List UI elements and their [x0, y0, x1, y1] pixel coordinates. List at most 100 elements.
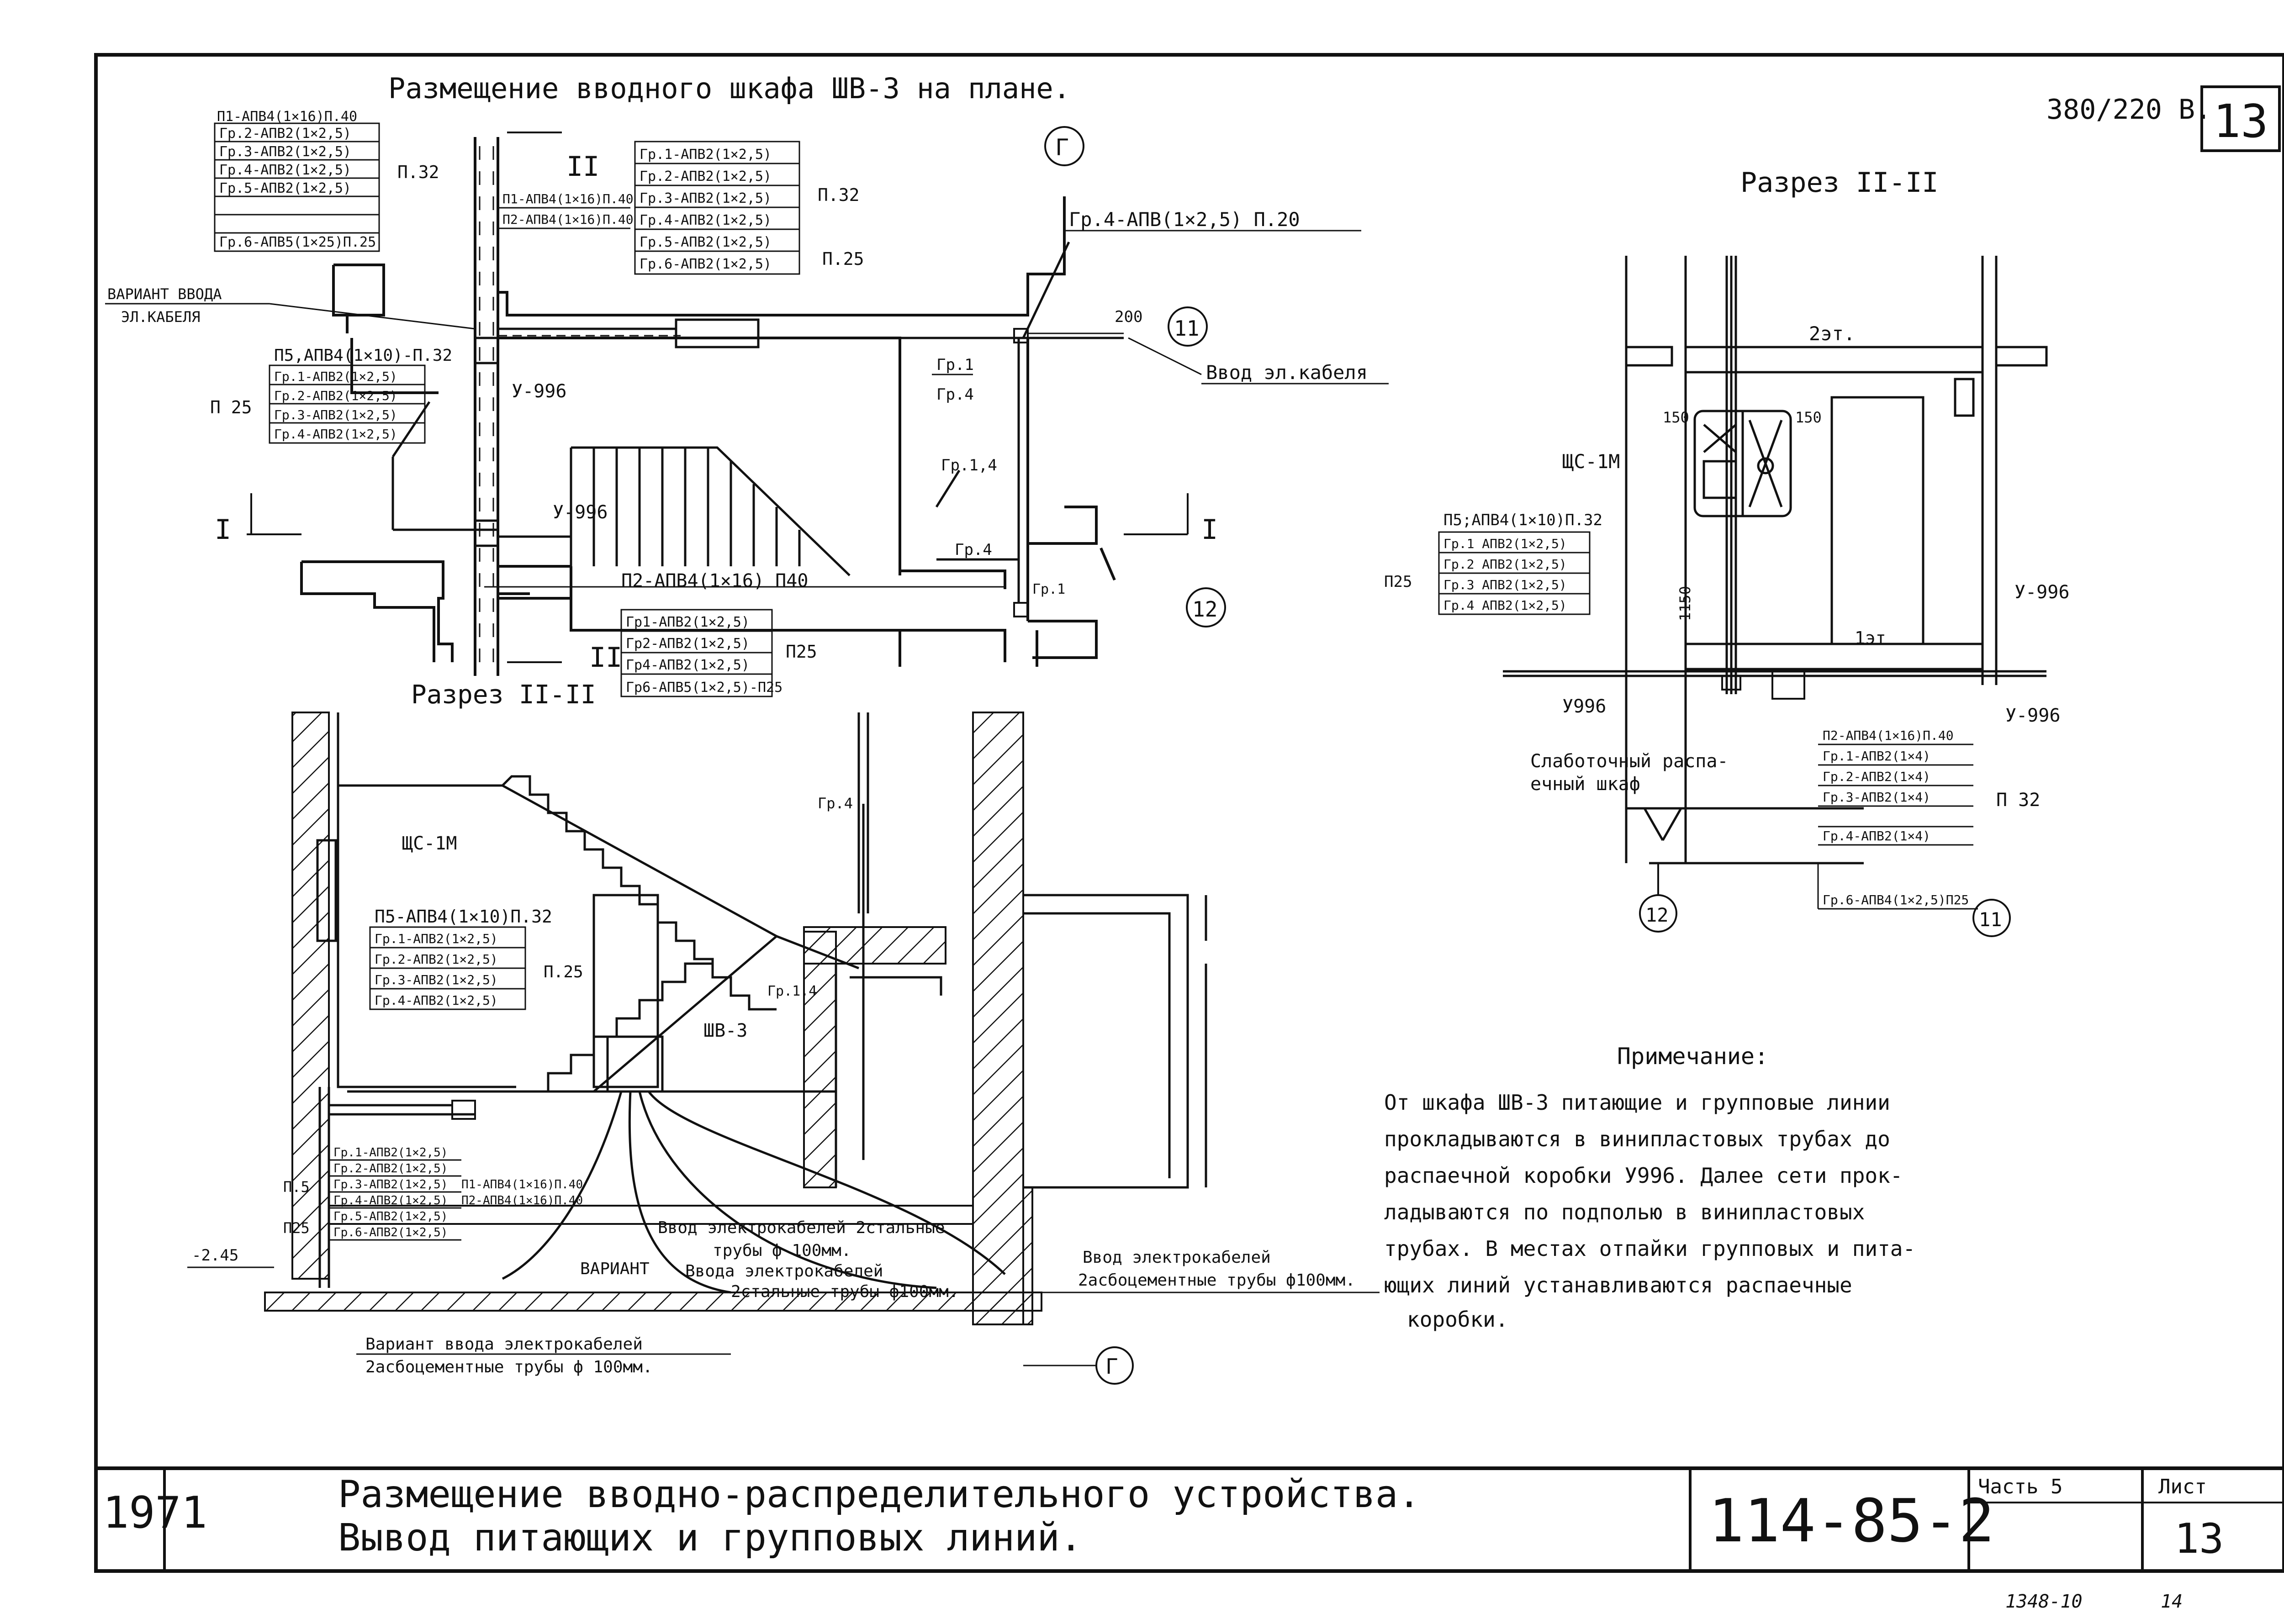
section-left-shs-cabinet	[316, 839, 337, 942]
list-label: Лист	[2158, 1475, 2207, 1498]
section-left-lower-pair-0: П1-АПВ4(1×16)П.40	[461, 1178, 583, 1192]
section-left-p25-small: П25	[283, 1219, 310, 1237]
section-right-group-p: П25	[1384, 573, 1412, 591]
section-right-lower-3: Гр.3-АПВ2(1×4)	[1823, 790, 1930, 805]
section-left-walls	[264, 712, 1042, 1325]
plan-axis-G: Г	[1055, 134, 1069, 161]
plan-top-right-line-4: Гр.5-АПВ2(1×2,5)	[640, 234, 772, 250]
plan-input-cable: Ввод эл.кабеля	[1206, 361, 1368, 384]
plan-top-left-line-0: П1-АПВ4(1×16)П.40	[217, 109, 357, 125]
section-right-structure	[1503, 256, 2048, 865]
plan-top-left-line-5: Гр.6-АПВ5(1×25)П.25	[219, 234, 376, 250]
plan-top-left-table	[214, 122, 380, 252]
plan-top-left-line-3: Гр.4-АПВ2(1×2,5)	[219, 162, 351, 178]
section-left-lower-2: Гр.3-АПВ2(1×2,5)	[333, 1178, 448, 1192]
section-right-u996b: У996	[1562, 696, 1606, 717]
plan-top-right-line-2: Гр.3-АПВ2(1×2,5)	[640, 190, 772, 206]
section-left-variant: ВАРИАНТ	[580, 1260, 650, 1278]
section-left-variant-bottom-2: 2асбоцементные трубы ф 100мм.	[365, 1358, 653, 1376]
section-left-line-0: Гр.1-АПВ2(1×2,5)	[375, 931, 498, 946]
plan-riser-box	[1013, 328, 1029, 343]
plan-axis-G-bubble	[1044, 126, 1084, 166]
section-right-axis-11: 11	[1979, 908, 2002, 931]
section-right-shs: ЩС-1М	[1562, 450, 1620, 473]
section-left-lower-5: Гр.6-АПВ2(1×2,5)	[333, 1226, 448, 1239]
section-left-shv-cabinet	[606, 1035, 664, 1093]
section-right-weak-2: ечный шкаф	[1530, 774, 1640, 795]
plan-top-left-line-2: Гр.3-АПВ2(1×2,5)	[219, 144, 351, 160]
plan-gr4: Гр.4	[936, 385, 974, 404]
section-left-line-3: Гр.4-АПВ2(1×2,5)	[375, 993, 498, 1008]
plan-dim-200: 200	[1115, 308, 1142, 326]
section-right-axis-12: 12	[1645, 904, 1669, 926]
plan-box-label-2: У-996	[553, 502, 608, 523]
sheet-year: 1971	[103, 1488, 207, 1538]
plan-top-right-line-5: Гр.6-АПВ2(1×2,5)	[640, 256, 772, 272]
note-line-4: трубах. В местах отпайки групповых и пит…	[1384, 1236, 1915, 1261]
section-left-input1b: трубы ф 100мм.	[713, 1241, 851, 1260]
plan-mid-pair-1: П2-АПВ4(1×16)П.40	[502, 212, 634, 227]
sheet-corner-number: 13	[2213, 95, 2268, 148]
plan-top-left-p: П.32	[397, 162, 439, 182]
plan-axis-11-bubble	[1168, 306, 1208, 347]
plan-top-right-table	[634, 141, 800, 275]
sheet-frame	[94, 53, 2284, 1573]
section-left-stairs	[502, 775, 777, 1092]
plan-box-label-1: У-996	[512, 381, 566, 402]
plan-title: Размещение вводного шкафа ШВ-3 на плане.	[388, 72, 1070, 105]
plan-top-left-line-4: Гр.5-АПВ2(1×2,5)	[219, 180, 351, 196]
plan-bottom-line-1: Гр2-АПВ2(1×2,5)	[626, 636, 750, 652]
plan-axis-12-bubble	[1186, 587, 1226, 627]
section-left-lower-3: Гр.4-АПВ2(1×2,5)	[333, 1194, 448, 1207]
section-right-axis-11-bubble	[1972, 899, 2011, 937]
section-right-u996a: У-996	[2014, 582, 2069, 603]
section-left-line-2: Гр.3-АПВ2(1×2,5)	[375, 972, 498, 987]
plan-axis-12: 12	[1192, 597, 1217, 622]
section-right-lower-4: Гр.4-АПВ2(1×4)	[1823, 828, 1930, 844]
section-right-dim150b: 150	[1795, 409, 1822, 426]
list-number: 13	[2174, 1515, 2224, 1563]
plan-left-line-3: Гр.4-АПВ2(1×2,5)	[274, 427, 397, 442]
plan-variant-label-1: ВАРИАНТ ВВОДА	[107, 285, 222, 303]
plan-top-left-line-1: Гр.2-АПВ2(1×2,5)	[219, 126, 351, 142]
plan-gr4-line: Гр.4-АПВ(1×2,5) П.20	[1069, 208, 1300, 231]
plan-gr4b: Гр.4	[955, 541, 992, 559]
plan-gr14: Гр.1,4	[941, 456, 997, 475]
section-left-p5: П5-АПВ4(1×10)П.32	[375, 907, 552, 927]
archive-sub: 14	[2161, 1591, 2183, 1612]
section-left-p5-small: П.5	[283, 1178, 310, 1196]
note-line-3: ладываются по подполью в винипластовых	[1384, 1200, 1865, 1224]
section-right-lower-box	[1771, 670, 1805, 700]
part-label: Часть 5	[1978, 1475, 2062, 1498]
plan-stair	[570, 446, 851, 576]
plan-section-mark-II-top: II	[566, 151, 599, 183]
sheet-title-line1: Размещение вводно-распределительного уст…	[338, 1473, 1421, 1516]
plan-left-line-1: Гр.2-АПВ2(1×2,5)	[274, 388, 397, 403]
section-right-lower-p: П 32	[1996, 790, 2040, 811]
plan-junction-box-2	[474, 519, 499, 547]
section-right-p5: П5;АПВ4(1×10)П.32	[1443, 511, 1602, 529]
note-title: Примечание:	[1617, 1043, 1768, 1070]
plan-section-mark-I-left: I	[215, 514, 231, 546]
section-right-floor2: 2эт.	[1809, 322, 1855, 345]
section-right-line-3: Гр.4 АПВ2(1×2,5)	[1443, 598, 1567, 613]
section-left-input2b: 2стальные трубы ф100мм.	[731, 1282, 959, 1301]
plan-bottom-p: П25	[786, 642, 817, 662]
plan-top-right-p1: П.32	[818, 185, 860, 205]
section-left-line-1: Гр.2-АПВ2(1×2,5)	[375, 952, 498, 967]
section-right-axis-12-bubble	[1639, 894, 1677, 933]
section-right-dim150a: 150	[1663, 409, 1689, 426]
section-right-shs-panel	[1693, 410, 1792, 517]
plan-left-p: П 25	[210, 397, 252, 417]
section-left-input2: Ввода электрокабелей	[685, 1262, 883, 1281]
plan-variant-label-2: ЭЛ.КАБЕЛЯ	[121, 308, 200, 326]
section-right-lower-table	[1817, 743, 1978, 910]
section-right-u996c: У-996	[2005, 705, 2060, 726]
section-left-input1: Ввод электрокабелей 2стальные	[658, 1218, 945, 1237]
plan-junction-box-1	[474, 337, 499, 364]
section-right-line-0: Гр.1 АПВ2(1×2,5)	[1443, 536, 1567, 551]
plan-axis-11: 11	[1174, 316, 1199, 341]
section-left-lower-table	[329, 1159, 461, 1241]
section-left-table	[369, 926, 526, 1010]
